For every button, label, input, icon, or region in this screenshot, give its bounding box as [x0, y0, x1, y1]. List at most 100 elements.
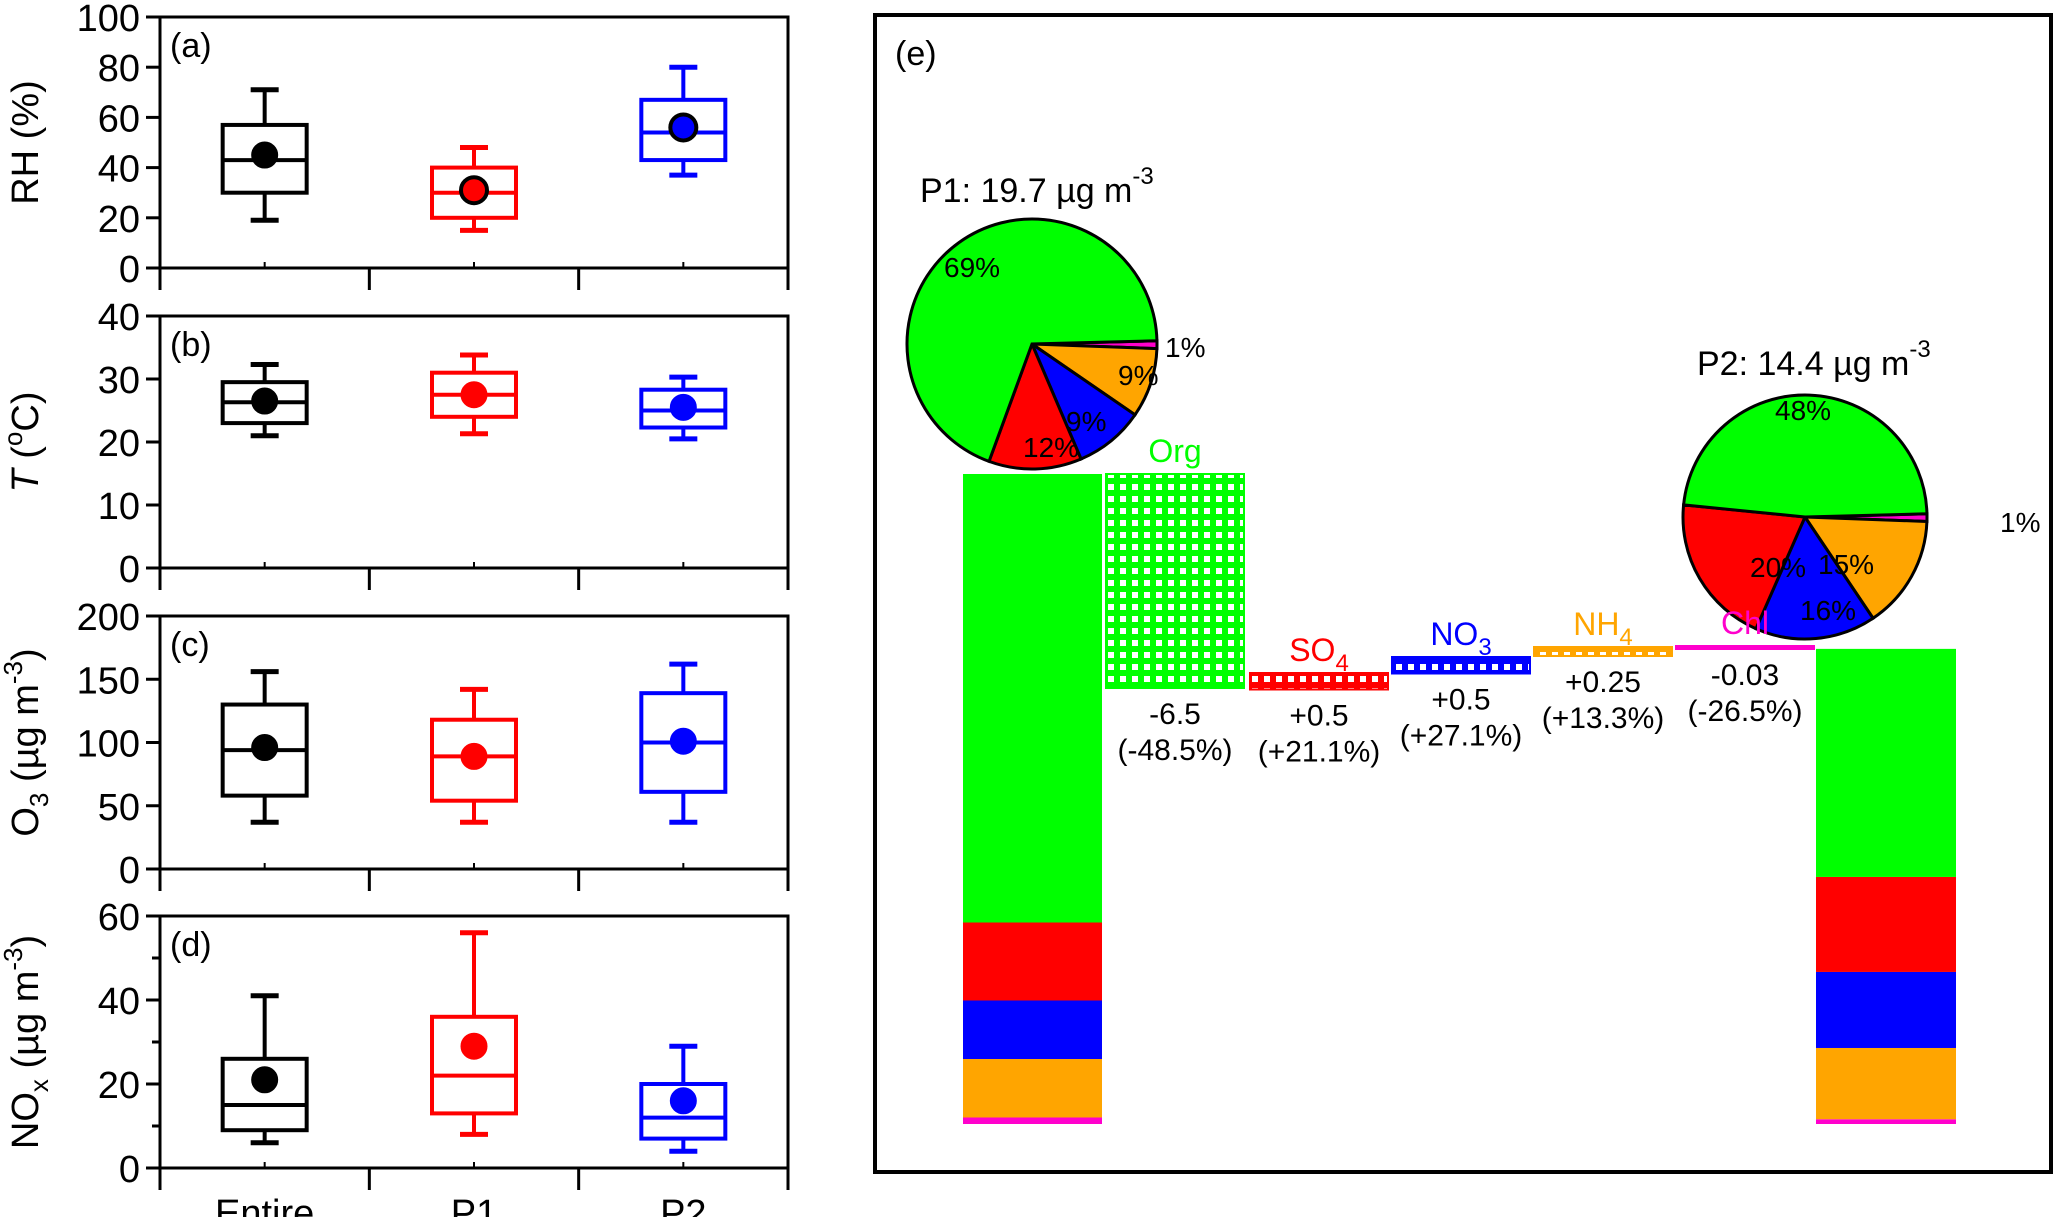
pie-slice-so4	[1681, 503, 1808, 631]
pie-p2-label-so4: 20%	[1750, 552, 1806, 583]
species-label-sub: 4	[1335, 650, 1348, 677]
y-tick-label: 0	[119, 549, 140, 591]
change-value-label: +0.5	[1289, 699, 1348, 732]
mean-marker	[669, 393, 697, 421]
y-axis-label-text: RH (%)	[5, 80, 47, 205]
species-label-text: SO	[1289, 632, 1335, 668]
panel-label: (c)	[170, 626, 210, 664]
species-label-text: Chl	[1721, 605, 1769, 641]
iqr-box	[430, 1014, 518, 1116]
pie-p2-title-text: P2: 14.4 µg m	[1697, 345, 1909, 383]
pie-p1	[905, 217, 1159, 471]
x-tick-label: Entire	[215, 1193, 314, 1217]
y-axis-label-sup: -3	[0, 948, 28, 971]
x-tick-label: P1	[451, 1193, 497, 1217]
change-value-label: -0.03	[1711, 659, 1779, 692]
pie-p1-label-chl: 1%	[1165, 332, 1205, 363]
y-tick-label: 20	[98, 423, 140, 465]
pie-slice-nh4	[1802, 515, 1929, 621]
pie-slice-org	[1681, 393, 1929, 519]
box-p2	[639, 64, 728, 178]
change-percent-label: (+27.1%)	[1400, 719, 1523, 752]
y-tick-label: 200	[77, 597, 140, 639]
mean-marker	[460, 381, 488, 409]
bar-segment-org	[963, 474, 1102, 923]
y-tick-label: 20	[98, 1065, 140, 1107]
iqr-box	[220, 1056, 309, 1133]
pie-p2-title: P2: 14.4 µg m-3	[1697, 336, 1931, 383]
bar-segment-nh4	[1816, 1047, 1956, 1120]
y-tick-label: 40	[98, 149, 140, 191]
pie-slice-org	[905, 217, 1159, 464]
change-percent-label: (-26.5%)	[1687, 695, 1802, 728]
y-axis-label-symbol: T	[5, 467, 47, 493]
box-p1	[430, 352, 518, 437]
y-axis-label-text: )	[5, 935, 47, 948]
panel-e: (e)P1: 19.7 µg m-3P2: 14.4 µg m-369%12%9…	[873, 13, 2053, 1174]
change-bar-org	[1105, 473, 1245, 689]
y-axis-label: RH (%)	[5, 80, 47, 205]
y-axis-label-text: (	[5, 446, 47, 470]
y-tick-label: 100	[77, 724, 140, 766]
bar-segment-chl	[1816, 1119, 1956, 1124]
pie-p1-title: P1: 19.7 µg m-3	[920, 163, 1154, 210]
box-p1	[430, 686, 518, 825]
box-p1	[430, 145, 518, 233]
species-label-so4: SO4	[1289, 632, 1349, 677]
bar-segment-nh4	[963, 1059, 1102, 1118]
change-value-label: +0.5	[1431, 683, 1490, 716]
bar-segment-no3	[1816, 971, 1956, 1048]
y-axis-label-sub: x	[24, 1079, 54, 1092]
y-tick-label: 150	[77, 660, 140, 702]
change-bar-so4	[1249, 672, 1389, 691]
stacked-bar-p1	[963, 474, 1102, 1124]
pie-p1-label-org: 69%	[944, 252, 1000, 283]
change-bar-chl	[1675, 645, 1815, 650]
mean-marker	[460, 1032, 488, 1060]
box-p2	[639, 661, 728, 825]
y-tick-label: 80	[98, 48, 140, 90]
bar-segment-so4	[963, 922, 1102, 1001]
bar-segment-no3	[963, 1000, 1102, 1059]
iqr-box	[639, 97, 728, 163]
pie-p1-title-sup: -3	[1132, 163, 1153, 190]
y-axis-label-sup: o	[0, 432, 28, 446]
mean-marker	[669, 1087, 697, 1115]
species-label-sub: 3	[1478, 634, 1491, 661]
species-label-chl: Chl	[1721, 605, 1769, 641]
species-label-text: NH	[1573, 606, 1619, 642]
mean-marker	[251, 141, 279, 169]
y-axis-label-sub: 3	[24, 793, 54, 807]
bar-segment-so4	[1816, 876, 1956, 972]
species-label-nh4: NH4	[1573, 606, 1633, 651]
pie-p2-label-nh4: 15%	[1818, 549, 1874, 580]
iqr-box	[639, 1082, 728, 1141]
pie-p1-label-so4: 12%	[1023, 432, 1079, 463]
y-tick-label: 50	[98, 787, 140, 829]
stacked-bar-p2	[1816, 648, 1956, 1124]
y-axis-label-text: (µg m	[5, 971, 47, 1079]
y-tick-label: 0	[119, 1149, 140, 1191]
x-tick-label: P2	[660, 1193, 706, 1217]
mean-marker	[251, 1066, 279, 1094]
box-p2	[639, 374, 728, 442]
y-axis-label-text: (µg m	[5, 684, 47, 792]
panel-label: (d)	[170, 926, 212, 964]
mean-marker	[460, 742, 488, 770]
change-percent-label: (+13.3%)	[1542, 702, 1665, 735]
mean-marker	[251, 387, 279, 415]
y-axis-label: NOx (µg m-3)	[0, 935, 54, 1149]
species-label-org: Org	[1148, 433, 1201, 469]
y-axis-label-text: NO	[5, 1092, 47, 1149]
y-tick-label: 10	[98, 486, 140, 528]
panel-label: (a)	[170, 27, 212, 65]
box-entire	[220, 993, 309, 1146]
y-axis-label-text: O	[5, 807, 47, 837]
y-tick-label: 30	[98, 360, 140, 402]
mean-marker	[668, 112, 699, 143]
pie-slice-so4	[987, 339, 1084, 471]
